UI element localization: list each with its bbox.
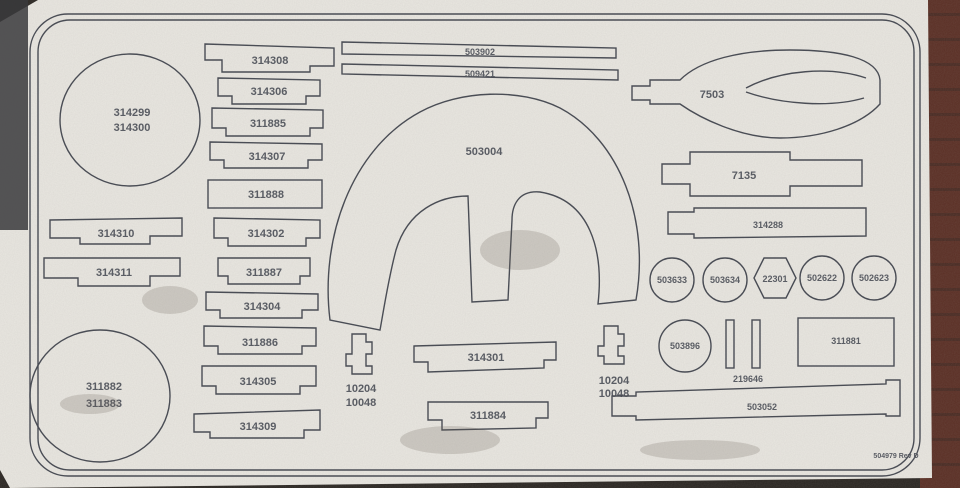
label-311885: 311885 [250,118,286,130]
label-7503: 7503 [700,89,724,101]
smudge [480,230,560,270]
revision-label: 504979 Rev D [873,453,918,460]
slot-314302 [213,217,321,247]
label-314301: 314301 [468,352,505,364]
circle-311882 [29,329,171,463]
label-311881: 311881 [831,336,861,346]
background-left-strip [0,0,28,230]
pin-10204-left [345,333,373,375]
label-509421: 509421 [465,69,495,79]
label-503896: 503896 [670,341,700,351]
slot-311886 [203,325,317,355]
label-10204-left: 10204 [346,383,377,395]
label-311884: 311884 [470,410,507,422]
label-10048-left: 10048 [346,397,377,409]
label-10204-right: 10204 [599,375,630,387]
label-10048-right: 10048 [599,388,630,400]
label-314288: 314288 [753,220,783,230]
slot-314311 [43,257,181,287]
label-311886: 311886 [242,337,278,349]
label-22301: 22301 [762,274,787,284]
smudge [142,286,198,314]
label-503004: 503004 [466,146,504,158]
slot-314301 [413,341,557,373]
pin-10204-right [597,325,625,365]
smudge [60,394,120,414]
label-314307: 314307 [249,151,286,163]
slot-7135 [661,151,863,197]
label-503634: 503634 [710,275,740,285]
slot-503052 [611,379,901,421]
label-314306: 314306 [251,86,288,98]
slot-503902 [341,41,617,59]
smudge [640,440,760,460]
slot-311888 [207,179,323,209]
label-314311: 314311 [96,267,132,279]
hex-22301 [753,257,797,299]
label-311887: 311887 [246,267,282,279]
slot-311885 [211,107,324,137]
label-503052: 503052 [747,402,777,412]
slot-314308 [204,43,335,73]
label-502622: 502622 [807,273,837,283]
label-502623: 502623 [859,273,889,283]
label-219646: 219646 [733,374,763,384]
slot-314306 [217,77,321,105]
bar-219646-a [725,319,735,369]
label-314310: 314310 [98,228,135,240]
label-503633: 503633 [657,275,687,285]
smudge [400,426,500,454]
slot-314307 [209,141,323,169]
label-314309: 314309 [240,421,277,433]
slot-503004 [327,93,641,331]
label-314305: 314305 [240,376,277,388]
label-311882: 311882 [86,381,122,393]
circle-502623 [851,255,897,301]
circle-503634 [702,257,748,303]
label-503902: 503902 [465,47,495,57]
label-311888: 311888 [248,189,284,201]
label-314300: 314300 [114,122,151,134]
label-7135: 7135 [732,170,756,182]
circle-314299 [59,53,201,187]
circle-503633 [649,257,695,303]
slot-314304 [205,291,319,319]
slot-311881 [797,317,895,367]
jaw-lines-7503 [745,70,867,105]
outer-border [29,13,921,477]
inner-border [37,19,915,471]
slot-314309 [193,409,321,439]
label-314304: 314304 [244,301,282,313]
slot-509421 [341,63,619,81]
label-311883: 311883 [86,398,122,410]
circle-503896 [658,319,712,373]
label-314299: 314299 [114,107,151,119]
label-314308: 314308 [252,55,289,67]
label-314302: 314302 [248,228,285,240]
slot-314310 [49,217,183,245]
slot-311887 [217,257,311,285]
slot-314305 [201,365,317,395]
slot-7503 [631,49,881,139]
circle-502622 [799,255,845,301]
bar-219646-b [751,319,761,369]
slot-314288 [667,207,867,239]
slot-311884 [427,401,549,431]
